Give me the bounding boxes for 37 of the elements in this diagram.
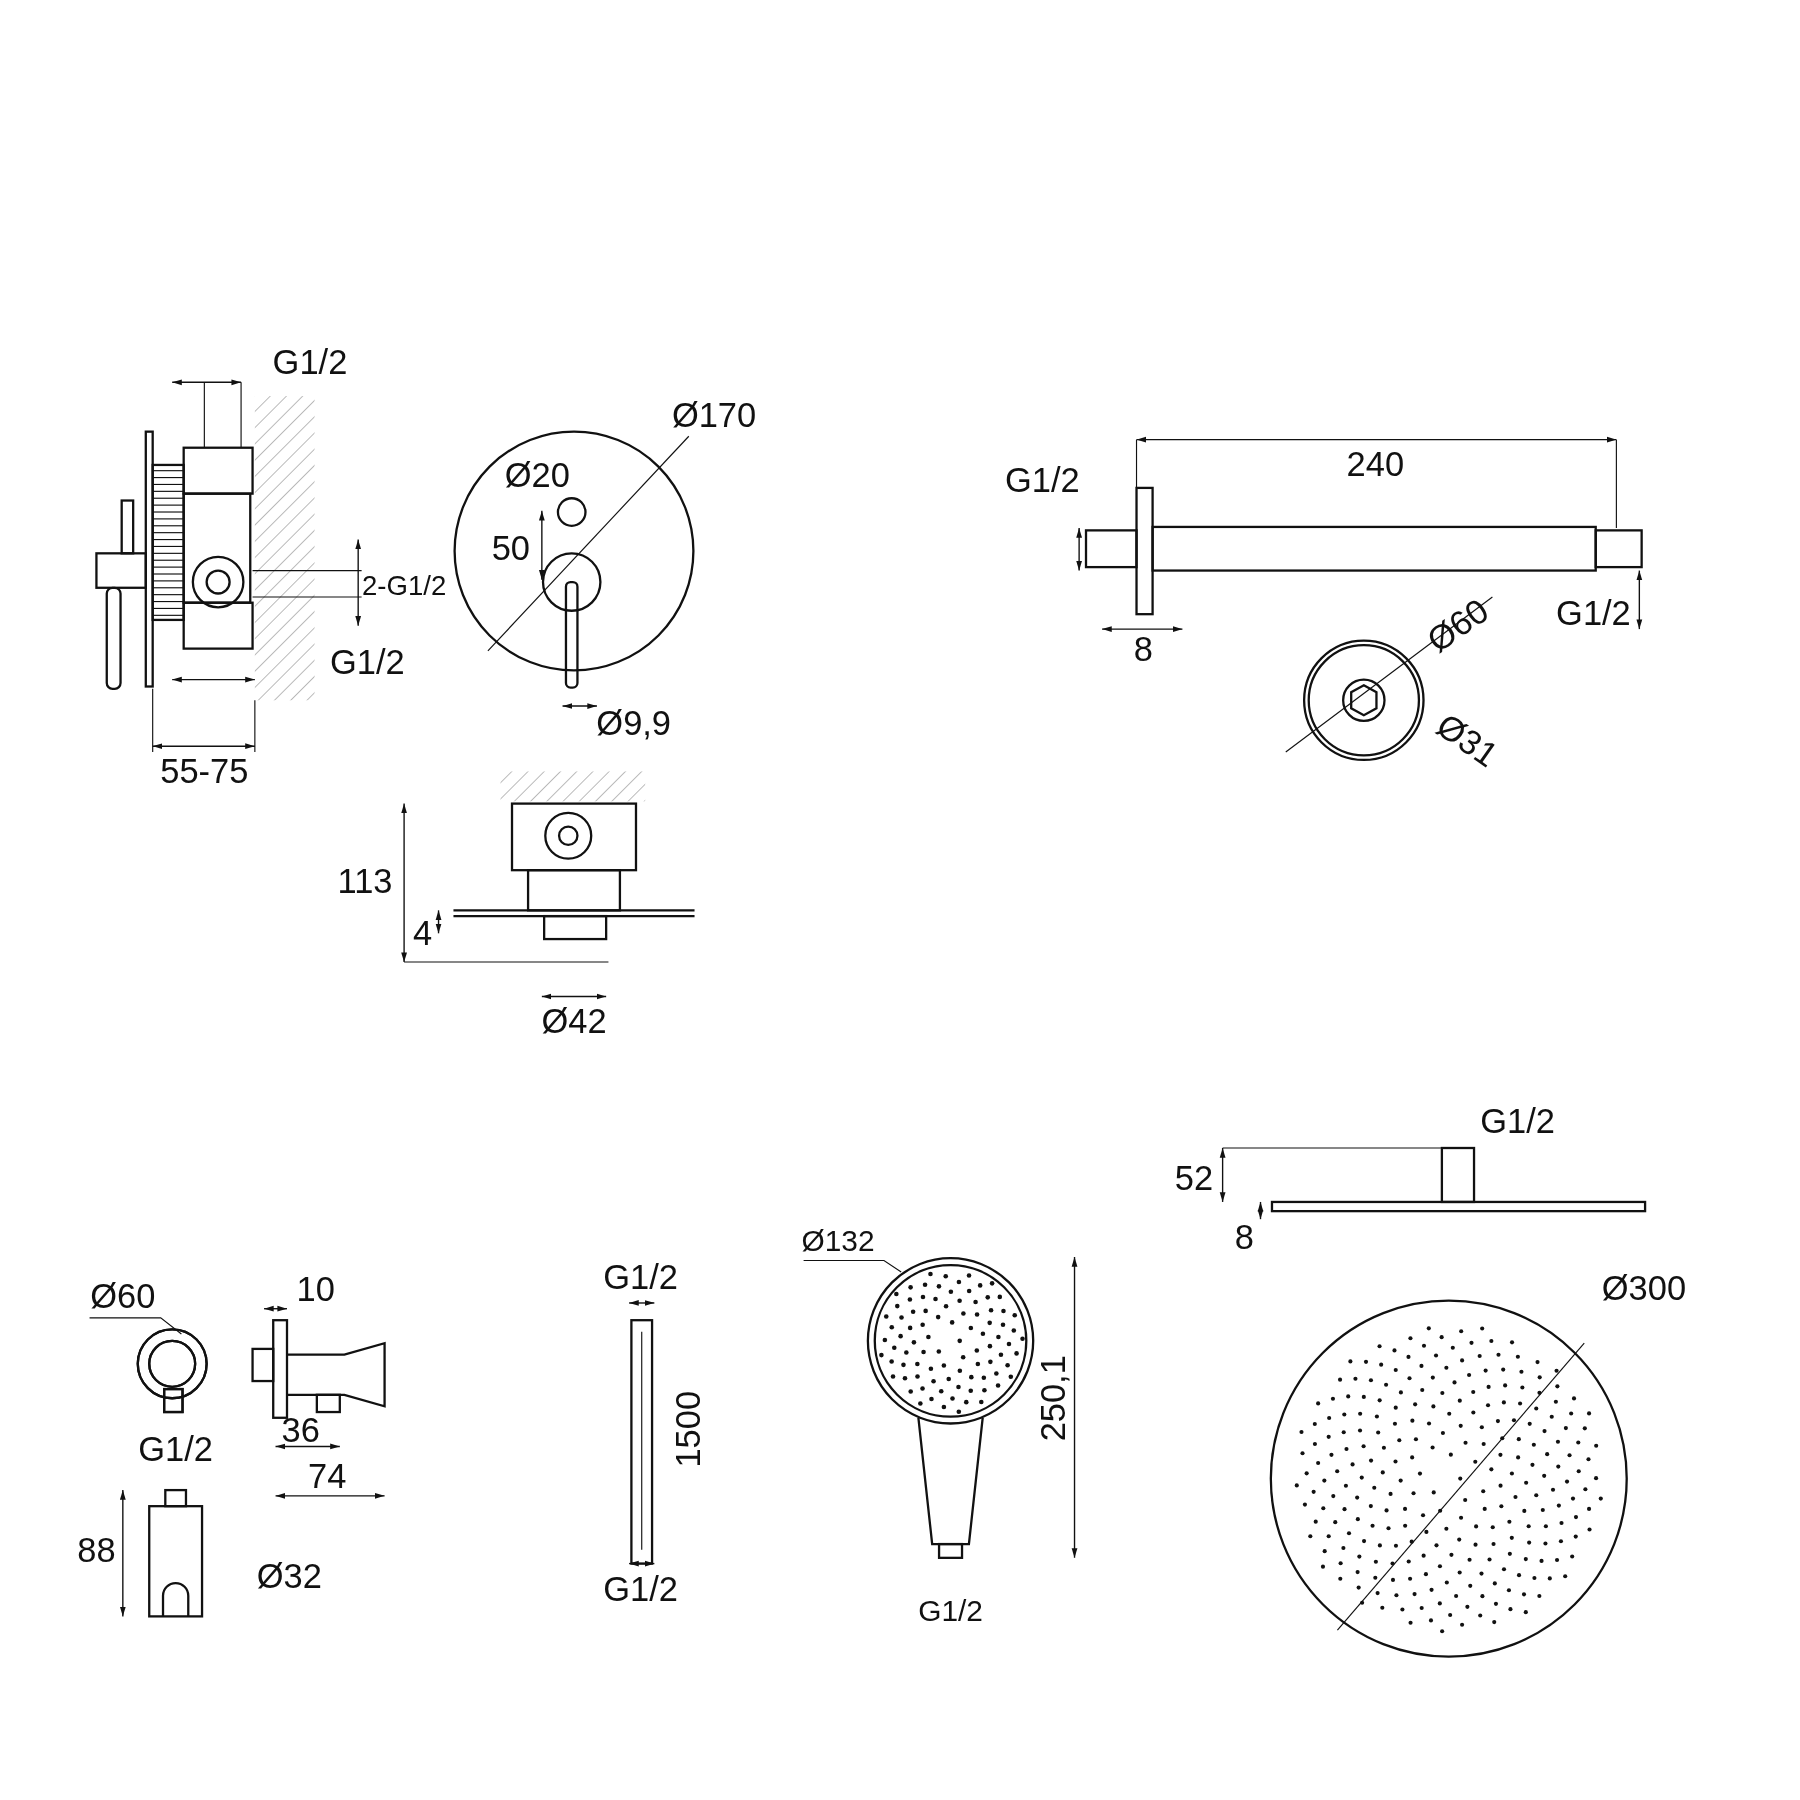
dimension-label: Ø132 bbox=[801, 1226, 875, 1256]
dimension-label: 55-75 bbox=[160, 754, 249, 789]
dimension-label: Ø300 bbox=[1601, 1270, 1687, 1306]
dimension-label: 250,1 bbox=[1036, 1355, 1072, 1442]
dimension-label: 8 bbox=[1234, 1220, 1254, 1255]
dimension-label: 74 bbox=[308, 1459, 347, 1494]
dimension-label: G1/2 bbox=[330, 645, 405, 680]
dimension-label: Ø42 bbox=[541, 1004, 607, 1039]
dimension-label: 36 bbox=[281, 1413, 320, 1448]
leader-line bbox=[803, 1259, 902, 1273]
dimension-label: Ø60 bbox=[90, 1278, 156, 1314]
dimension-label: Ø20 bbox=[504, 458, 570, 493]
dimension-label: 10 bbox=[296, 1272, 335, 1307]
dimension-label: 8 bbox=[1133, 632, 1153, 667]
dimension-label: Ø60 bbox=[1421, 592, 1495, 659]
dimension-label: 113 bbox=[337, 864, 393, 899]
dimension-label: G1/2 bbox=[603, 1572, 678, 1608]
dimension-label: Ø31 bbox=[1430, 707, 1504, 774]
dimension-label: G1/2 bbox=[272, 345, 348, 380]
hand-shower-drawing bbox=[866, 1257, 1035, 1559]
dimension-label: 88 bbox=[77, 1533, 116, 1569]
dimension-label: Ø32 bbox=[256, 1559, 322, 1594]
dimension-label: G1/2 bbox=[1556, 595, 1631, 631]
dimension-label: 50 bbox=[491, 531, 530, 566]
dimension-label: G1/2 bbox=[603, 1260, 678, 1295]
dimension-label: G1/2 bbox=[1480, 1104, 1555, 1139]
leader-line bbox=[88, 1317, 182, 1335]
dimension-label: G1/2 bbox=[1005, 463, 1080, 499]
dimension-label: G1/2 bbox=[138, 1432, 213, 1468]
dimension-label: 2-G1/2 bbox=[362, 571, 447, 600]
dimension-label: 240 bbox=[1346, 447, 1405, 483]
dimension-label: Ø170 bbox=[671, 398, 757, 433]
dimension-label: Ø9,9 bbox=[596, 706, 672, 741]
dimension-label: G1/2 bbox=[918, 1595, 983, 1626]
dimension-label: 1500 bbox=[671, 1390, 706, 1468]
dimension-label: 4 bbox=[412, 916, 433, 951]
dimension-label: 52 bbox=[1174, 1161, 1214, 1197]
